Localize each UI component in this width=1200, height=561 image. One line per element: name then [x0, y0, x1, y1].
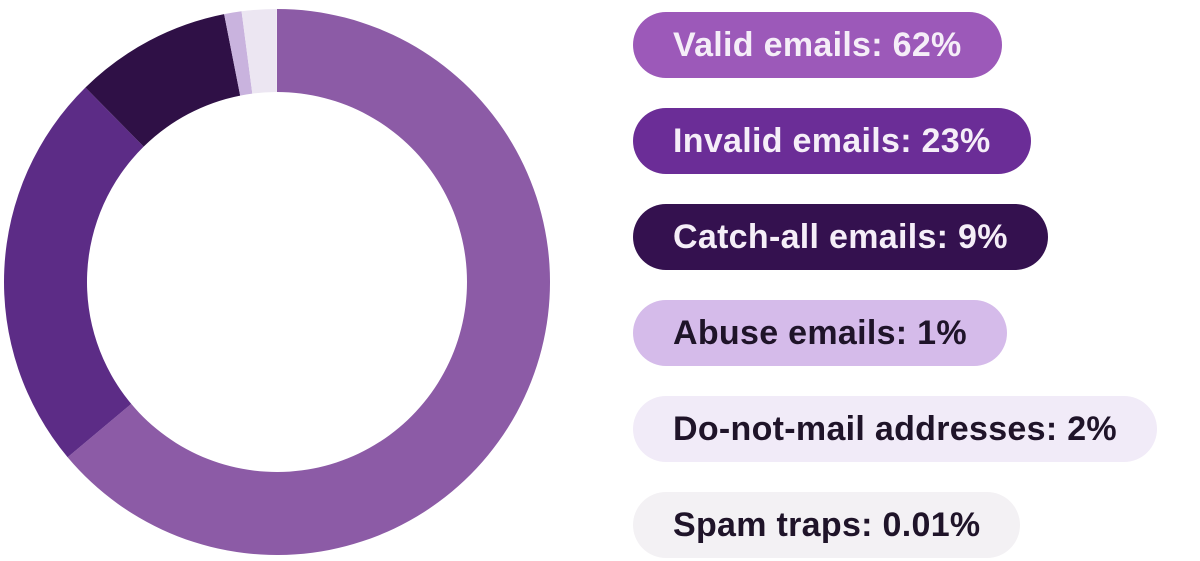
legend-badge-do-not-mail-addresses: Do-not-mail addresses: 2%	[633, 396, 1157, 462]
donut-slice-catch-all-emails	[85, 14, 241, 147]
donut-slice-do-not-mail-addresses	[241, 9, 277, 94]
legend-badge-invalid-emails: Invalid emails: 23%	[633, 108, 1031, 174]
legend-badge-catch-all-emails: Catch-all emails: 9%	[633, 204, 1048, 270]
donut-chart	[4, 8, 551, 555]
legend-badge-spam-traps: Spam traps: 0.01%	[633, 492, 1021, 558]
donut-slice-valid-emails	[67, 9, 551, 555]
donut-slice-abuse-emails	[224, 11, 253, 96]
legend-badge-valid-emails: Valid emails: 62%	[633, 12, 1002, 78]
donut-slice-invalid-emails	[4, 87, 144, 458]
legend-badge-abuse-emails: Abuse emails: 1%	[633, 300, 1007, 366]
legend: Valid emails: 62% Invalid emails: 23% Ca…	[633, 12, 1157, 558]
donut-chart-container	[0, 0, 561, 561]
